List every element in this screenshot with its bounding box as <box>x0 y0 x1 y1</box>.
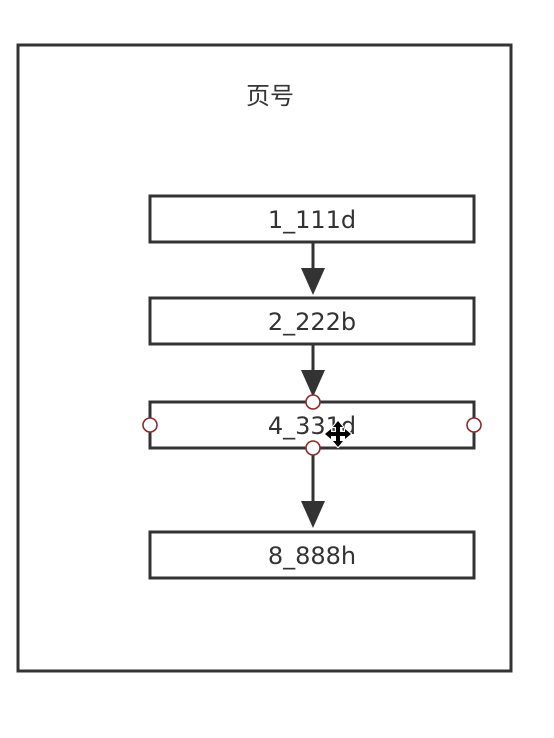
node-label: 8_888h <box>268 542 356 570</box>
arrowhead-icon <box>301 370 325 397</box>
edge-3[interactable] <box>301 448 325 528</box>
node-box[interactable] <box>148 530 476 580</box>
node-box[interactable] <box>148 296 476 346</box>
move-cursor-icon <box>323 419 353 449</box>
page-title: 页号 <box>246 82 294 110</box>
connection-handle-bottom[interactable] <box>305 440 321 456</box>
node-1[interactable]: 1_111d <box>148 194 476 244</box>
edge-1[interactable] <box>301 242 325 295</box>
node-3-selected[interactable]: 4_331d <box>142 394 482 456</box>
node-label: 2_222b <box>268 308 356 336</box>
node-box[interactable] <box>148 194 476 244</box>
connection-handle-left[interactable] <box>142 417 158 433</box>
connection-handle-right[interactable] <box>466 417 482 433</box>
node-label: 1_111d <box>268 206 356 234</box>
node-2[interactable]: 2_222b <box>148 296 476 346</box>
connection-handle-top[interactable] <box>305 394 321 410</box>
arrowhead-icon <box>301 268 325 295</box>
arrowhead-icon <box>301 501 325 528</box>
edge-2[interactable] <box>301 344 325 397</box>
node-4[interactable]: 8_888h <box>148 530 476 580</box>
